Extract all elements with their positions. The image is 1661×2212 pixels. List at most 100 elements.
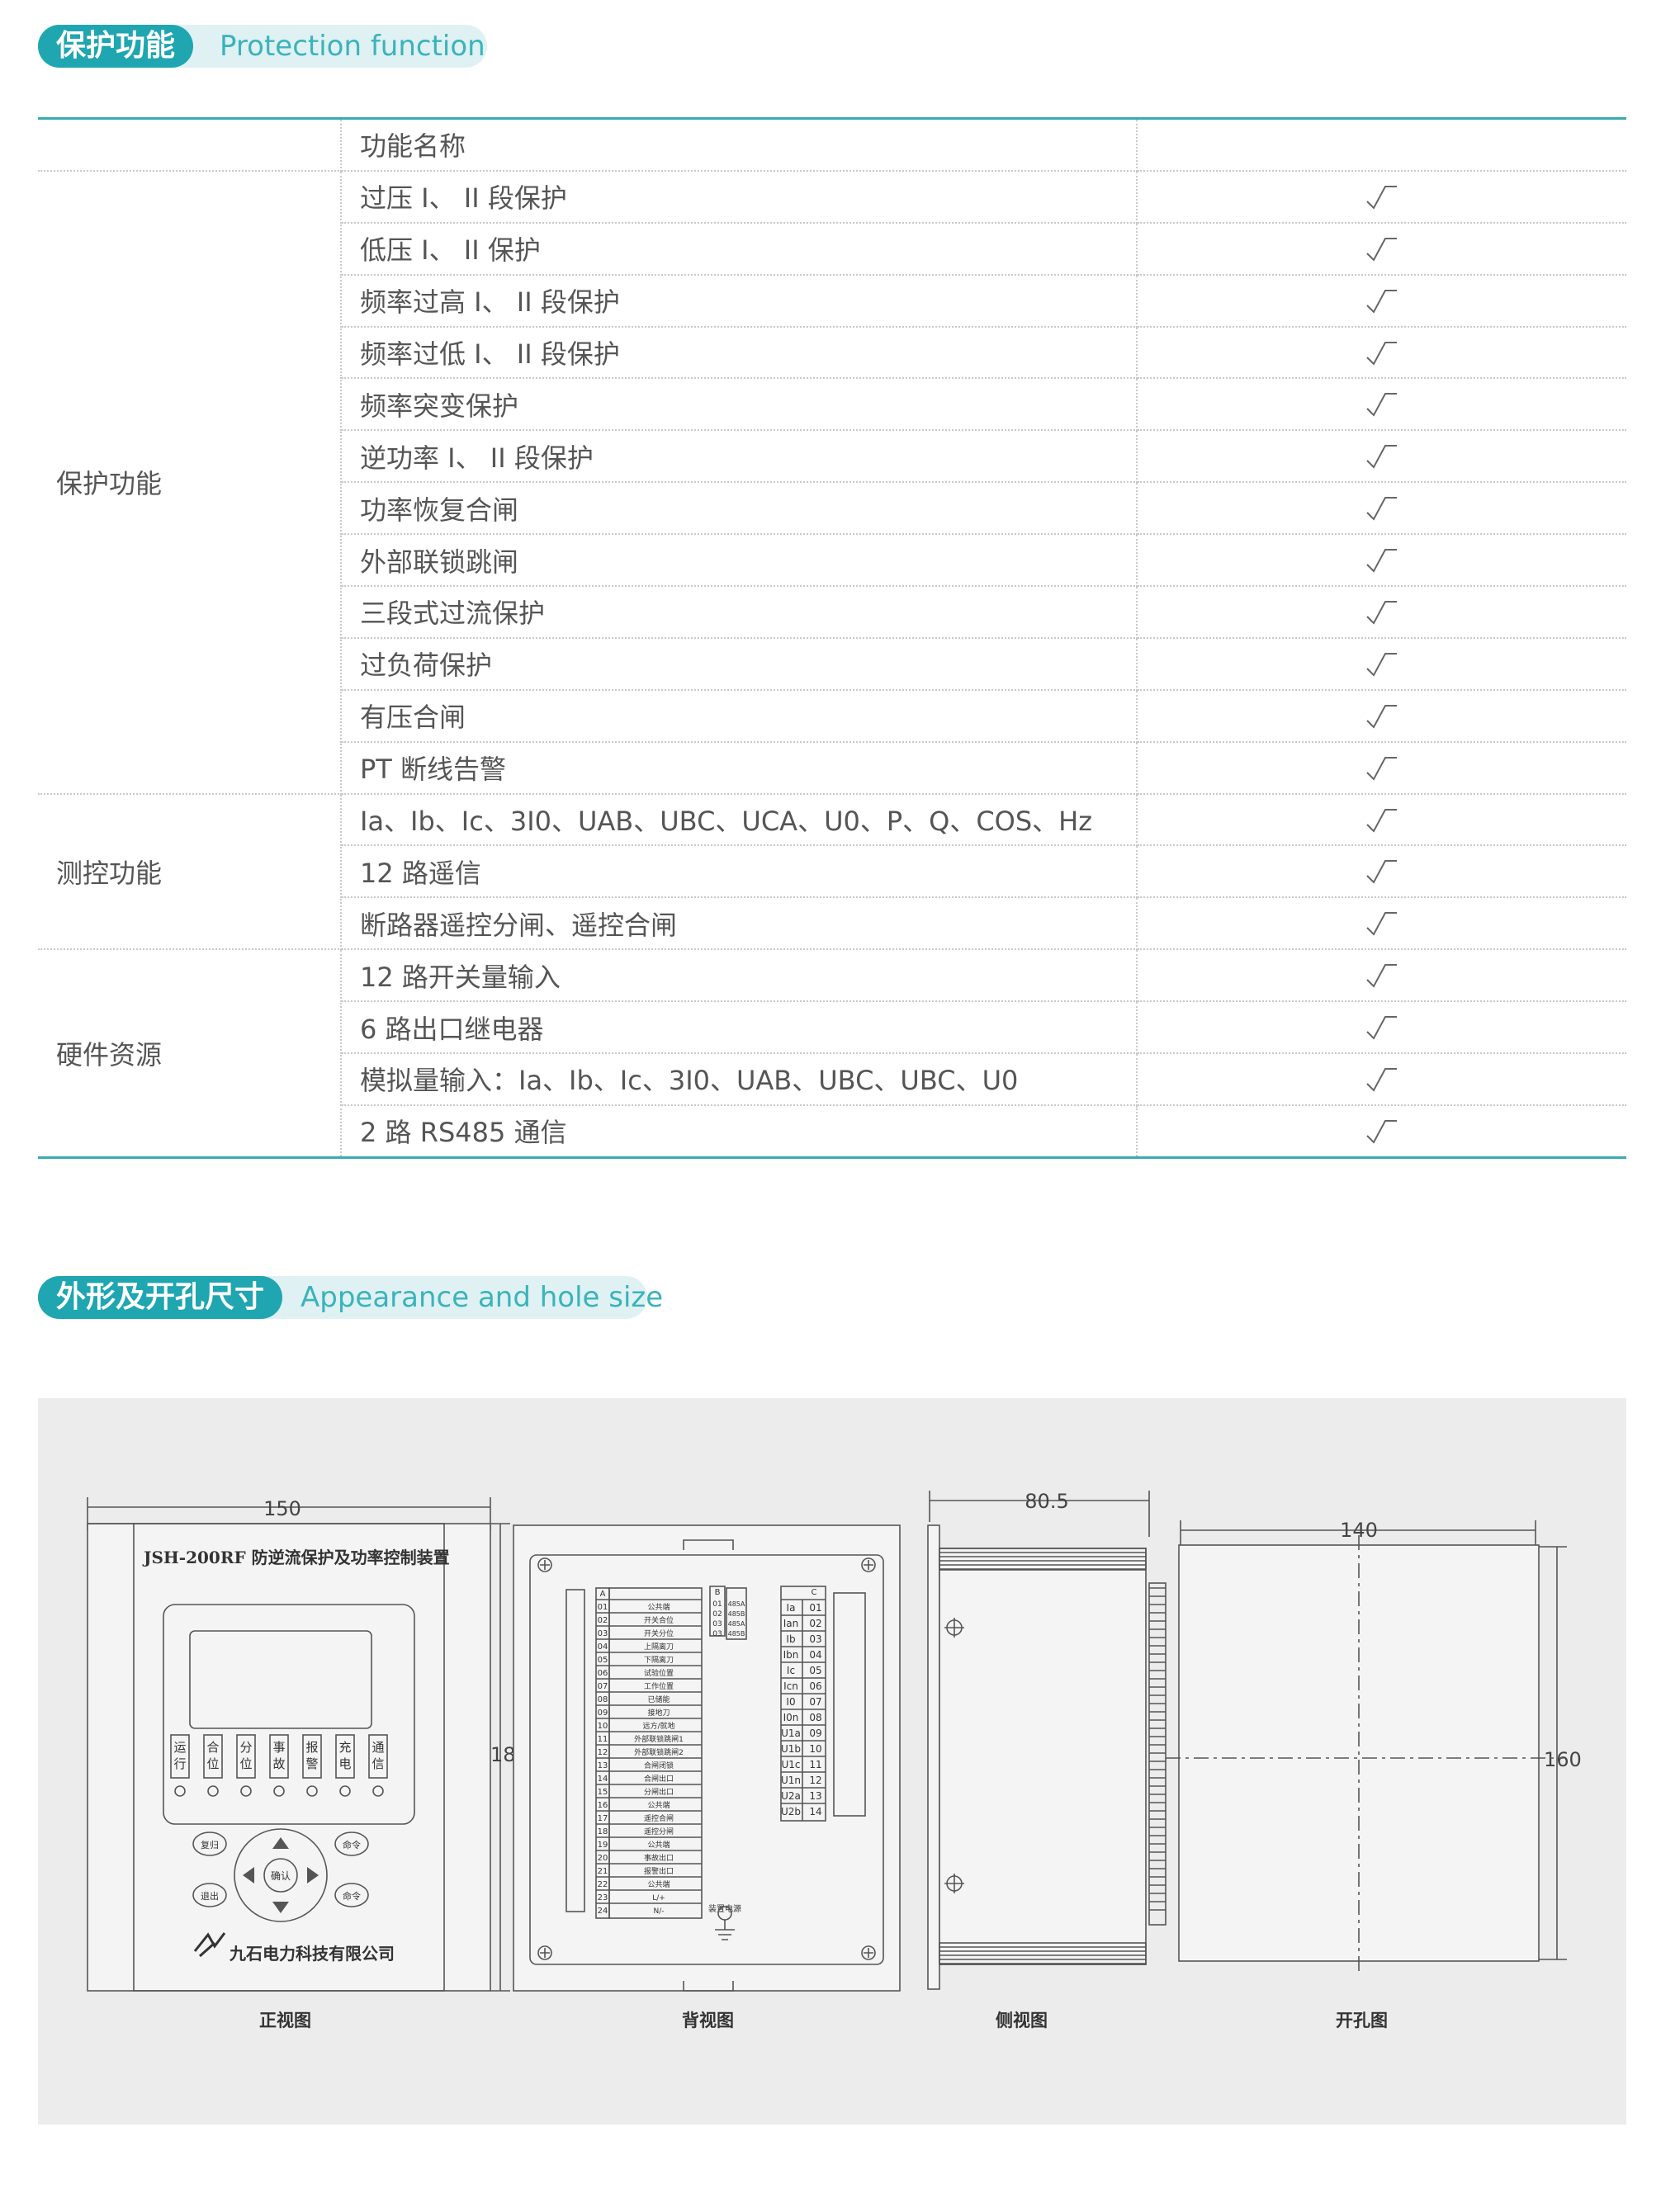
check-cell [1137, 482, 1626, 536]
fin-rail [939, 1548, 1147, 1571]
side-depth-dim: 80.5 [1025, 1490, 1068, 1513]
led-indicator-icon [174, 1785, 186, 1797]
terminal-b-number: 03 [712, 1620, 722, 1628]
terminal-a-label: 工作位置 [644, 1681, 674, 1691]
led-indicator-icon [240, 1785, 252, 1797]
section-title-en: Protection function [220, 30, 485, 63]
terminal-a-power-label: 装置电源 [708, 1903, 741, 1914]
terminal-a-label: 合闸闭锁 [644, 1761, 674, 1770]
check-cell [1137, 845, 1626, 899]
terminal-c-label: U1n [781, 1775, 801, 1786]
terminal-a-number: 11 [598, 1735, 608, 1744]
key-center-label: 确认 [271, 1870, 291, 1882]
led-label-char: 分 [239, 1740, 252, 1755]
led-label-char: 运 [173, 1740, 186, 1755]
table-row: 有压合闸 [38, 689, 1626, 743]
terminal-a-label: 上隔离刀 [644, 1642, 674, 1652]
terminal-a-number: 18 [598, 1827, 608, 1836]
function-cell: PT 断线告警 [341, 741, 1138, 795]
table-row: 功率恢复合闸 [38, 482, 1626, 536]
table-row: 模拟量输入：Ia、Ib、Ic、3I0、UAB、UBC、UBC、U0 [38, 1053, 1626, 1106]
terminal-a-number: 01 [598, 1603, 608, 1612]
table-header-check [1137, 118, 1626, 172]
key-left-bottom-label: 退出 [201, 1890, 219, 1902]
led-label-box [203, 1734, 223, 1779]
terminal-a-number: 19 [598, 1841, 608, 1850]
dimension-drawing: 150 180 JSH-200RF 防逆流保护及功率控制装置 运行合位分位事故报… [87, 1490, 1582, 1992]
terminal-a-label: 事故出口 [644, 1853, 674, 1863]
check-cell [1137, 897, 1626, 951]
led-label-char: 通 [371, 1740, 384, 1755]
check-cell [1137, 689, 1626, 743]
caption-front-view: 正视图 [259, 2010, 311, 2030]
checkmark-icon [1366, 652, 1397, 677]
checkmark-icon [1366, 497, 1397, 521]
table-row: 断路器遥控分闸、遥控合闸 [38, 897, 1626, 951]
checkmark-icon [1366, 237, 1397, 262]
function-cell: 过压 I、 II 段保护 [341, 170, 1138, 224]
caption-side-view: 侧视图 [996, 2010, 1048, 2030]
terminal-b-number: 03 [712, 1630, 722, 1638]
check-cell [1137, 274, 1626, 328]
terminal-a-number: 10 [598, 1722, 608, 1731]
terminal-a-number: 06 [598, 1669, 608, 1678]
led-label-char: 警 [305, 1756, 318, 1771]
table-row: 12 路遥信 [38, 845, 1626, 899]
terminal-c-number: 14 [809, 1806, 821, 1817]
table-row: 低压 I、 II 保护 [38, 222, 1626, 276]
terminal-a-label: L/+ [652, 1894, 665, 1902]
terminal-a-label: 下隔离刀 [644, 1655, 674, 1665]
terminal-b-label: 485A [728, 1620, 745, 1628]
caption-back-view: 背视图 [682, 2010, 734, 2030]
side-connector-teeth [1149, 1587, 1166, 1911]
terminal-c-number: 06 [809, 1680, 821, 1692]
side-fins [939, 1548, 1147, 1965]
terminal-c-label: Ian [783, 1618, 799, 1629]
function-cell: 低压 I、 II 保护 [341, 222, 1138, 276]
terminal-c-number: 10 [809, 1743, 821, 1755]
terminal-a-label: 公共端 [647, 1840, 670, 1850]
terminal-c-label: I0 [786, 1696, 795, 1708]
terminal-a-number: 14 [598, 1775, 608, 1784]
key-right-bottom-label: 命令 [343, 1890, 361, 1902]
function-cell: 三段式过流保护 [341, 586, 1138, 639]
checkmark-icon [1366, 289, 1397, 314]
terminal-a-number: 02 [598, 1616, 608, 1625]
terminal-a-number: 21 [598, 1867, 608, 1876]
fin-rail [939, 1942, 1147, 1965]
terminal-a-number: 07 [598, 1682, 608, 1691]
terminal-a-label: 公共端 [647, 1602, 670, 1612]
checkmark-icon [1366, 1119, 1397, 1144]
key-right-top-label: 命令 [343, 1839, 361, 1850]
led-label-box [269, 1734, 289, 1779]
check-cell [1137, 326, 1626, 380]
terminal-a-number: 04 [598, 1642, 608, 1652]
function-cell: 12 路遥信 [341, 845, 1138, 899]
function-cell: 模拟量输入：Ia、Ib、Ic、3I0、UAB、UBC、UBC、U0 [341, 1053, 1138, 1106]
led-indicator-icon [372, 1785, 384, 1797]
checkmark-icon [1366, 445, 1397, 469]
checkmark-icon [1366, 549, 1397, 573]
check-cell [1137, 222, 1626, 276]
terminal-a-number: 20 [598, 1854, 608, 1863]
terminal-a-label: 报警出口 [644, 1866, 674, 1876]
table-row: 逆功率 I、 II 段保护 [38, 430, 1626, 484]
function-cell: Ia、Ib、Ic、3I0、UAB、UBC、UCA、U0、P、Q、COS、Hz [341, 793, 1138, 847]
check-cell [1137, 949, 1626, 1003]
led-label-box [368, 1734, 388, 1779]
caption-hole-view: 开孔图 [1336, 2010, 1388, 2030]
terminal-a-number: 22 [598, 1880, 608, 1889]
led-indicator-icon [339, 1785, 351, 1797]
check-cell [1137, 378, 1626, 432]
terminal-a-label: 合闸出口 [644, 1774, 674, 1784]
terminal-a-number: 23 [598, 1893, 608, 1902]
terminal-c-label: U1c [781, 1759, 800, 1770]
side-view: 80.5 [927, 1490, 1166, 1990]
checkmark-icon [1366, 808, 1397, 833]
led-label-char: 位 [206, 1756, 219, 1771]
key-left-top-label: 复归 [201, 1839, 219, 1850]
section-title-cn: 外形及开孔尺寸 [38, 1276, 283, 1319]
terminal-a-number: 08 [598, 1695, 608, 1704]
checkmark-icon [1366, 185, 1397, 210]
